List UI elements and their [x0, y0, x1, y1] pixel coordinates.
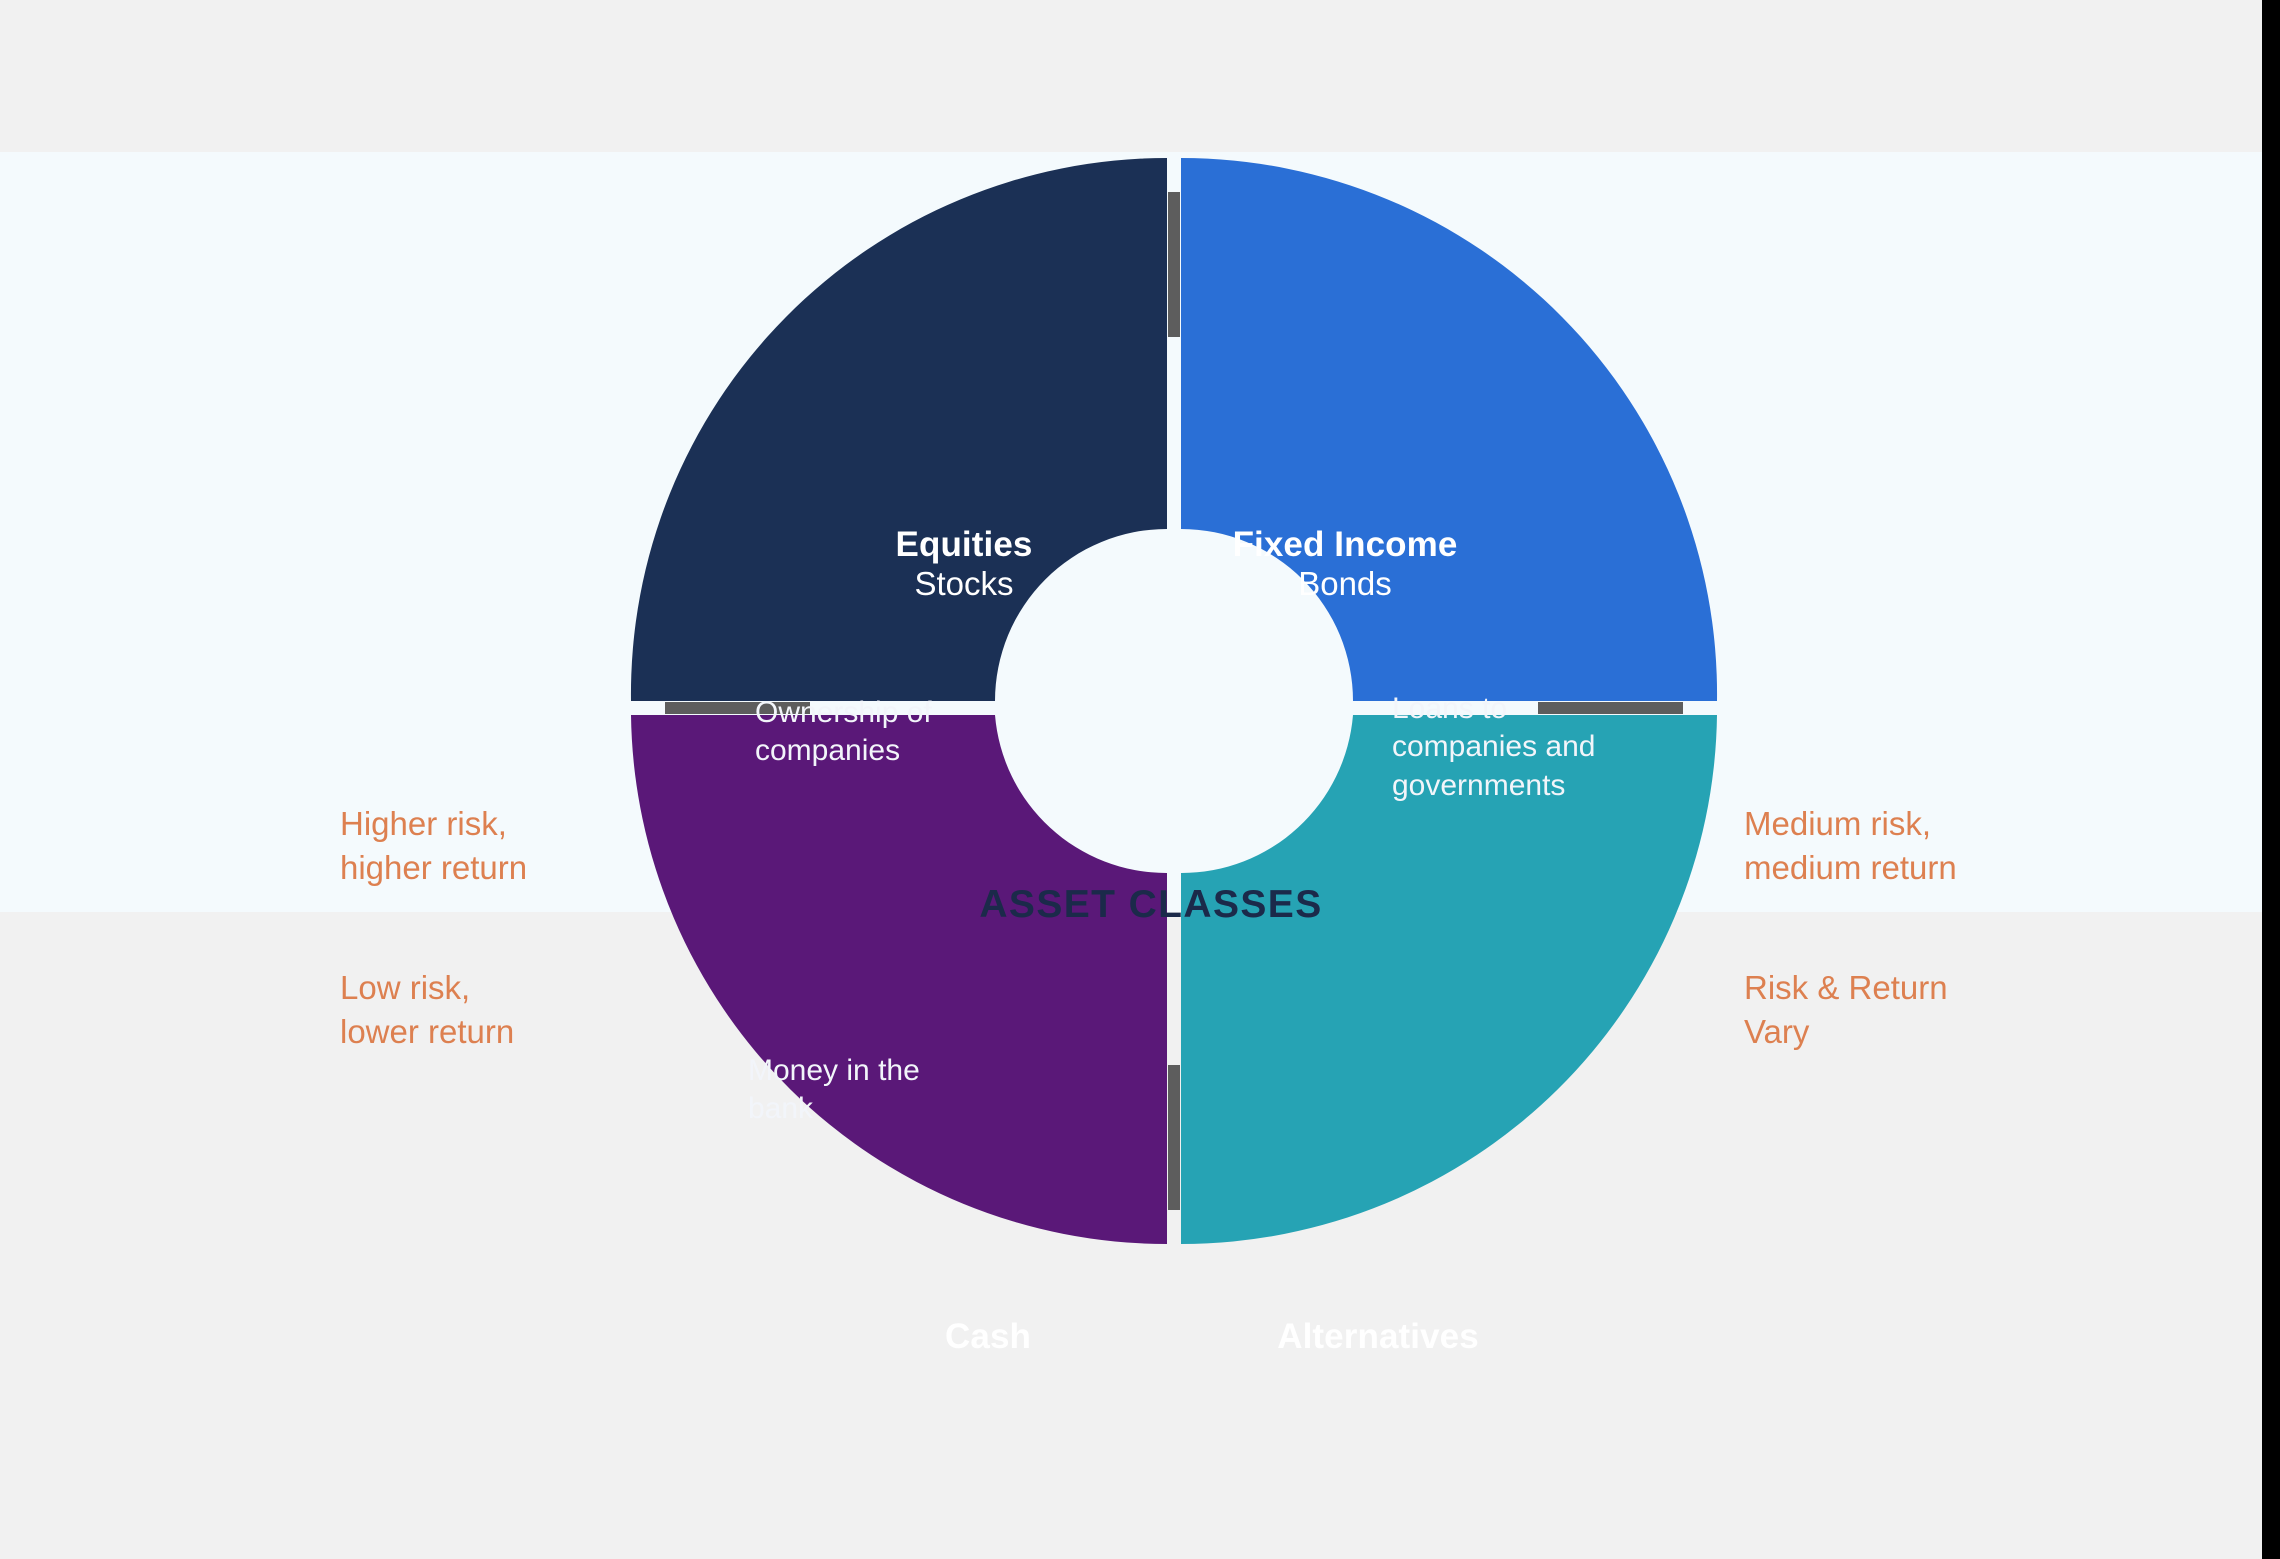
donut-chart: [630, 157, 1718, 1244]
notch-right: [1538, 702, 1683, 714]
segment-equities[interactable]: [630, 157, 1167, 701]
notch-bottom: [1168, 1065, 1180, 1210]
segment-subtitle-equities: Stocks: [914, 565, 1014, 603]
segment-cash[interactable]: [631, 715, 1167, 1244]
segment-title-fixed-income: Fixed Income: [1232, 525, 1458, 564]
segment-label-equities: Equities Stocks: [854, 524, 1074, 604]
notch-top: [1168, 192, 1180, 337]
note-fixed-income-risk: Medium risk, medium return: [1744, 805, 1957, 887]
segment-title-equities: Equities: [895, 525, 1033, 564]
donut-svg: [630, 157, 1718, 1244]
segment-label-cash: Cash: [908, 1316, 1068, 1357]
segment-label-fixed-income: Fixed Income Bonds: [1200, 524, 1490, 604]
segment-description-fixed-income: Loans to companies and governments: [1392, 692, 1596, 802]
asset-classes-diagram: Equities Stocks Fixed Income Bonds Cash …: [0, 152, 2262, 1356]
segment-title-cash: Cash: [945, 1317, 1031, 1356]
right-edge-rail: [2262, 0, 2280, 1559]
note-cash-risk: Low risk, lower return: [340, 969, 515, 1051]
segment-fixed-income[interactable]: [1181, 158, 1718, 701]
segment-label-alternatives: Alternatives: [1238, 1316, 1518, 1357]
segment-subtitle-fixed-income: Bonds: [1298, 565, 1392, 603]
slide-canvas: Equities Stocks Fixed Income Bonds Cash …: [0, 152, 2262, 1356]
note-equities-risk: Higher risk, higher return: [340, 805, 528, 887]
notch-left: [665, 702, 810, 714]
segment-title-alternatives: Alternatives: [1277, 1317, 1479, 1356]
segment-description-equities: Ownership of companies: [755, 696, 932, 768]
note-alternatives-risk: Risk & Return Vary: [1744, 969, 1948, 1051]
segment-description-cash: Money in the bank: [748, 1054, 920, 1126]
segment-alternatives[interactable]: [1181, 715, 1717, 1244]
center-label: ASSET CLASSES: [979, 883, 1323, 926]
